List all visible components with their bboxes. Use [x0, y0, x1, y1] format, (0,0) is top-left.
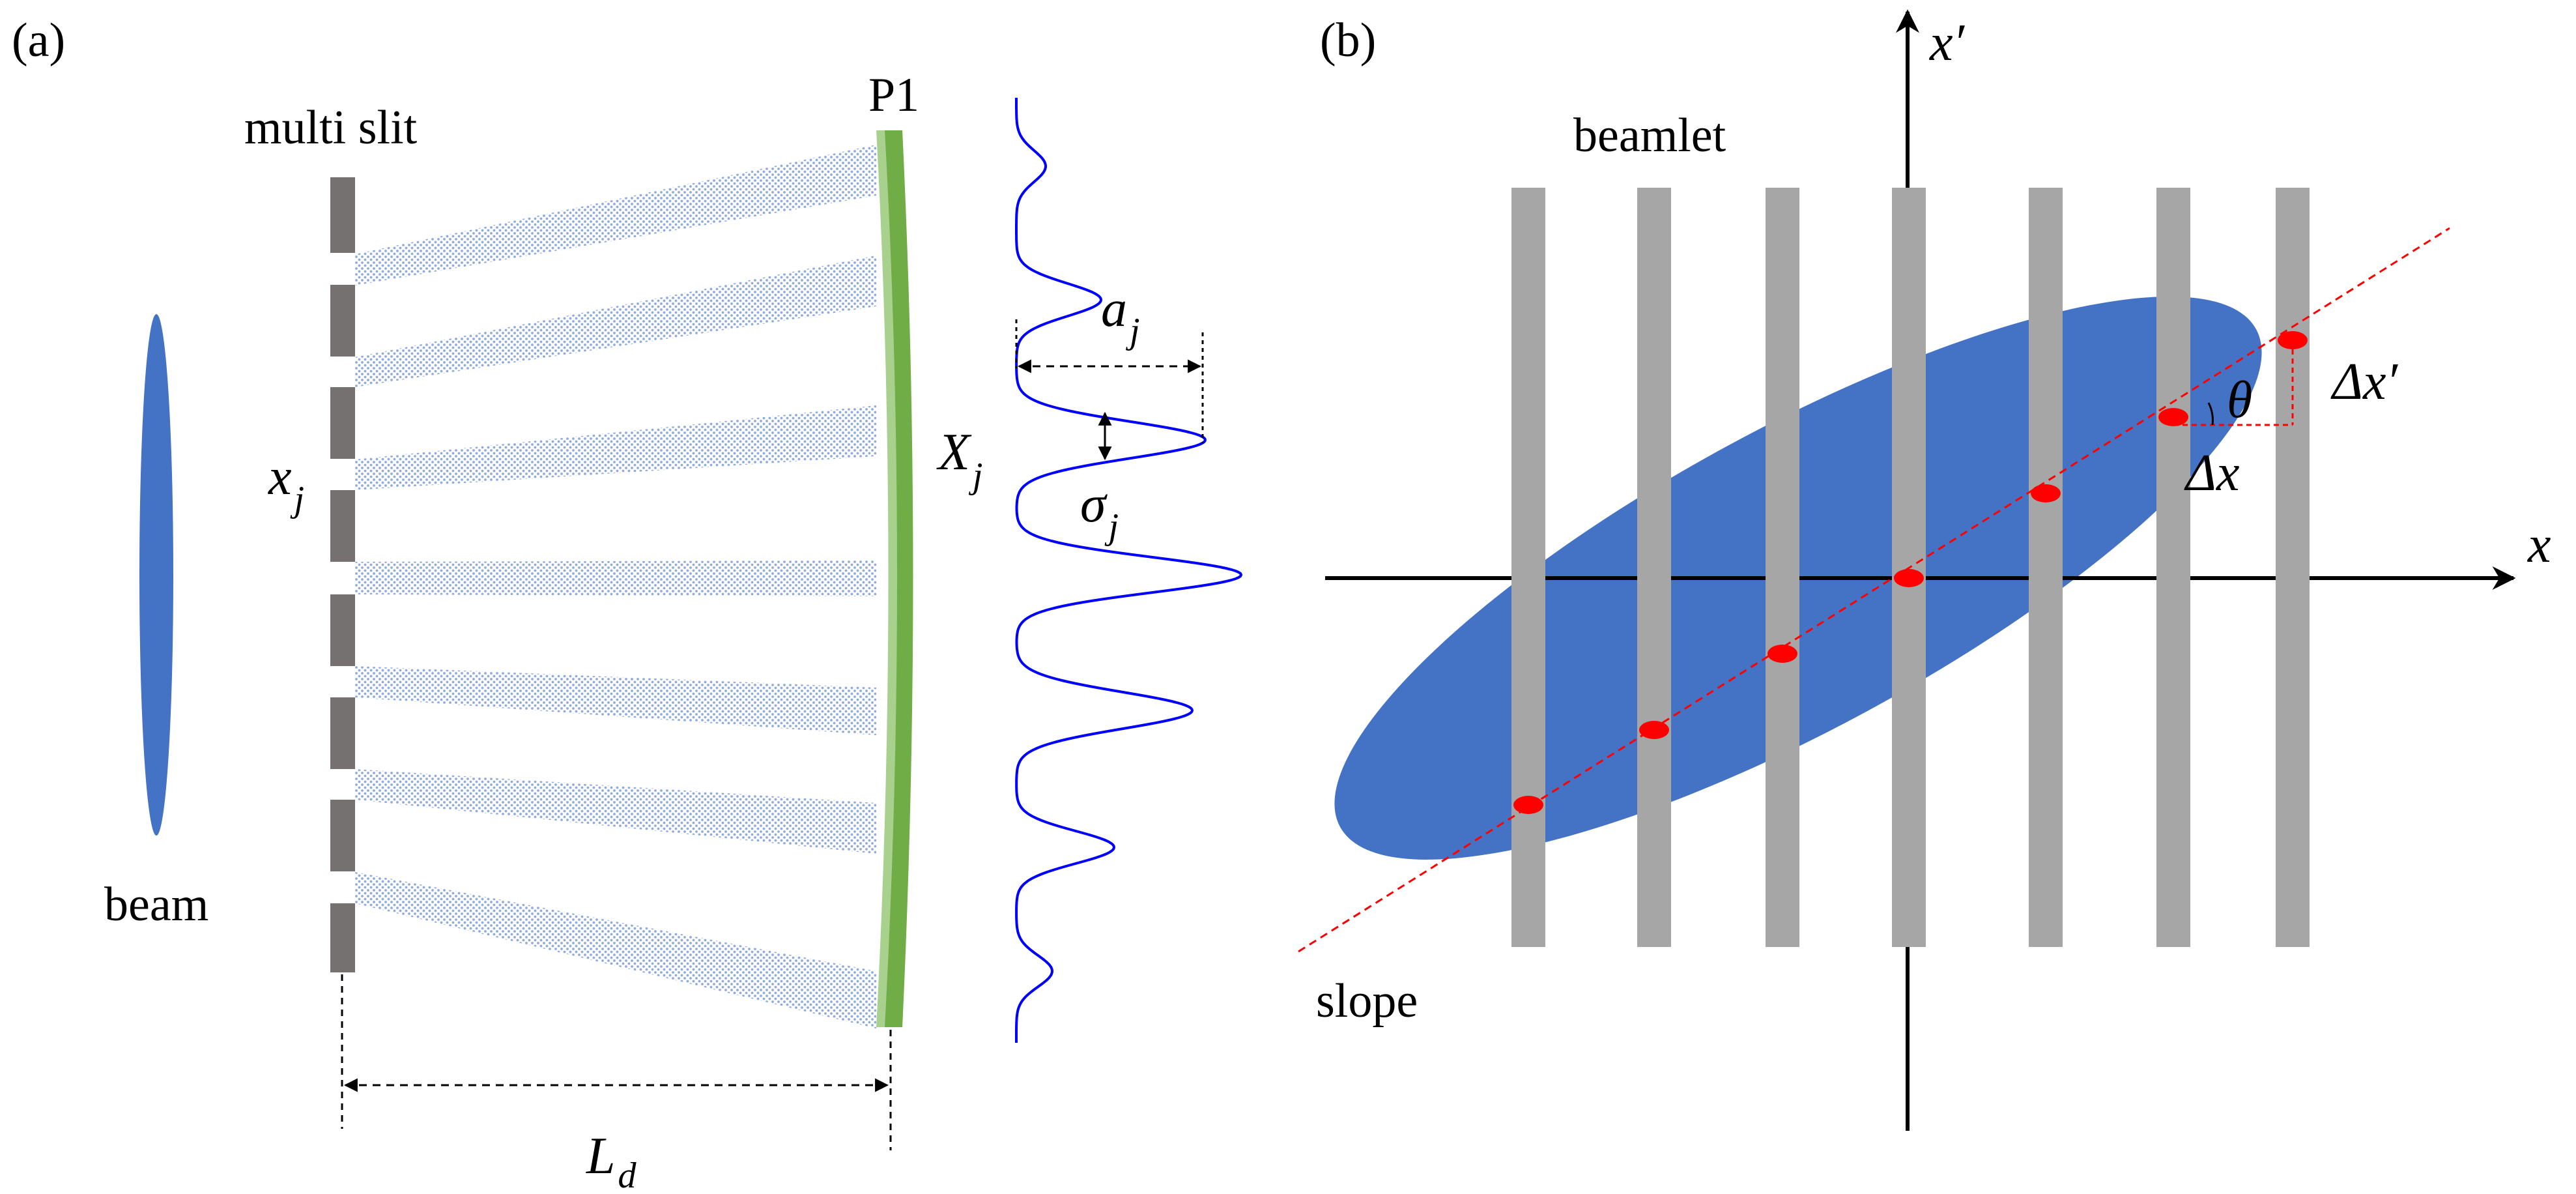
beamlet-fan — [355, 769, 876, 854]
beamlet-bar — [2029, 188, 2063, 947]
slope-triangle — [2173, 340, 2294, 426]
beam-label: beam — [104, 878, 208, 931]
slope-line — [1298, 227, 2450, 953]
slit-bar — [330, 387, 355, 459]
slit-bar — [330, 697, 355, 769]
multi-slit — [330, 177, 355, 972]
screen-label: P1 — [868, 68, 919, 122]
incoming-beam — [139, 314, 173, 836]
width-label: σj — [1080, 476, 1119, 547]
beamlet-bar — [1511, 188, 1545, 947]
slit-bar — [330, 490, 355, 562]
beamlet-bar — [2156, 188, 2190, 947]
slit-bar — [330, 903, 355, 972]
screen-p1 — [876, 130, 913, 1027]
panel-a-label: (a) — [12, 14, 65, 67]
beamlet-bar — [1766, 188, 1799, 947]
multi-slit-label: multi slit — [244, 101, 418, 154]
centroid-dot — [1639, 721, 1669, 739]
beamlet-fan — [355, 561, 876, 596]
panel-b: (b) — [1298, 9, 2551, 1131]
beamlet-bar — [1637, 188, 1671, 947]
theta-label: θ — [2227, 371, 2252, 429]
beamlet-fan — [355, 145, 876, 285]
theta-arc — [2207, 402, 2214, 426]
amplitude-label: aj — [1101, 280, 1140, 351]
slit-bar — [330, 800, 355, 871]
panel-a: (a) beam multi slit xj — [12, 14, 1243, 1194]
beamlet-profile-curve — [1015, 98, 1243, 1043]
xprime-axis-label: x′ — [1929, 14, 1966, 72]
beamlet-fan — [355, 872, 876, 1028]
slit-bar — [330, 594, 355, 666]
beamlet-fan — [355, 666, 876, 735]
centroid-dot — [2158, 408, 2188, 426]
beamlet-fan — [355, 405, 876, 490]
slit-bar — [330, 177, 355, 253]
beamlet-fan — [355, 255, 876, 387]
centroid-dot — [1513, 796, 1543, 814]
amplitude-dimension — [1015, 319, 1204, 443]
dx-label: Δx — [2184, 444, 2239, 502]
profile-position-label: Xj — [936, 424, 982, 496]
slit-position-label: xj — [268, 448, 304, 519]
panel-b-label: (b) — [1320, 14, 1376, 67]
slope-label: slope — [1316, 974, 1418, 1028]
centroid-dot — [1767, 645, 1797, 663]
beamlet-bar — [2276, 188, 2310, 947]
beamlet-fans — [355, 145, 876, 1028]
drift-length-label: Ld — [586, 1128, 637, 1194]
x-axis-label: x — [2527, 516, 2551, 574]
centroid-dot — [2031, 484, 2061, 502]
slit-bar — [330, 285, 355, 357]
beamlet-label: beamlet — [1573, 109, 1726, 162]
centroid-dot — [1894, 569, 1924, 587]
dxprime-label: Δx′ — [2330, 353, 2398, 411]
drift-dimension — [341, 974, 892, 1150]
beamlet-bars — [1511, 188, 2310, 947]
